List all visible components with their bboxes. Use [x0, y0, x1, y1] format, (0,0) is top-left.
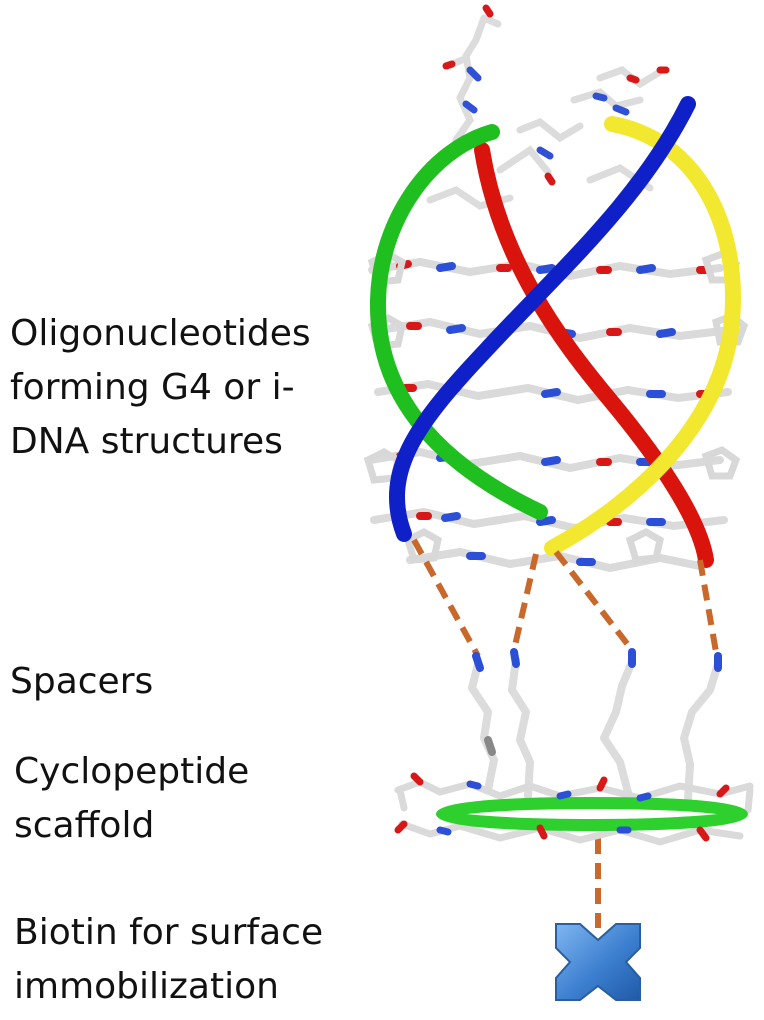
cyclopeptide-scaffold-label: Cyclopeptide scaffold	[14, 751, 250, 846]
scaffold-ribbon	[436, 797, 748, 831]
dna-backbone-ribbons	[369, 96, 741, 568]
cyclopeptide-scaffold	[394, 772, 754, 846]
linker-3	[553, 550, 635, 652]
spacers-label: Spacers	[10, 661, 154, 702]
dashed-linkers	[411, 538, 719, 928]
red-strand	[474, 142, 714, 568]
linker-1	[411, 538, 481, 658]
yellow-strand	[544, 116, 741, 556]
cross-block-icon	[555, 923, 641, 1001]
linker-2	[511, 553, 539, 651]
spacer-chains	[468, 648, 722, 804]
linker-4	[697, 559, 719, 653]
biotin-label: Biotin for surface immobilization	[14, 912, 324, 1007]
oligonucleotides-label: Oligonucleotides forming G4 or i- DNA st…	[10, 313, 311, 462]
blue-strand	[389, 96, 696, 542]
green-strand	[369, 124, 548, 520]
